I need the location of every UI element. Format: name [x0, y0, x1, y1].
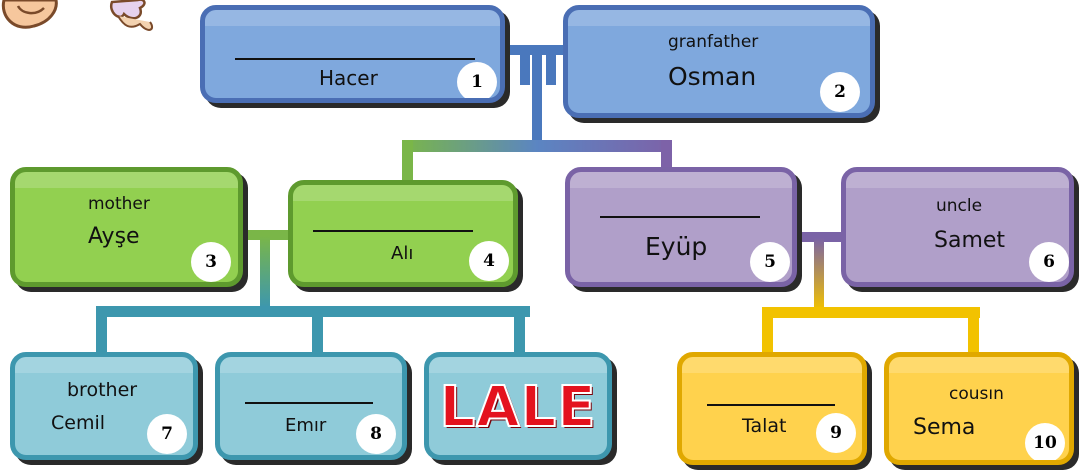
node-name: Alı: [391, 243, 414, 264]
children-connector: [402, 140, 672, 182]
node-osman: granfather Osman 2: [563, 5, 875, 118]
node-number-badge: 6: [1029, 242, 1069, 282]
eyup-samet-connector: [795, 232, 843, 310]
node-name: Ayşe: [88, 224, 140, 249]
node-sema: cousın Sema 10: [884, 352, 1074, 465]
node-number-badge: 8: [356, 414, 396, 454]
answer-blank-line: [313, 230, 473, 232]
node-name: Osman: [668, 62, 757, 91]
answer-blank-line: [235, 58, 475, 60]
lale-label: LALE: [439, 374, 597, 441]
ayse-ali-connector: [240, 230, 292, 308]
node-number-badge: 5: [750, 242, 790, 282]
node-cemil: brother Cemil 7: [10, 352, 198, 460]
node-samet: uncle Samet 6: [841, 167, 1074, 287]
node-ali: Alı 4: [288, 180, 518, 287]
node-role: mother: [88, 194, 150, 214]
answer-blank-line: [600, 216, 760, 218]
node-role: brother: [67, 379, 138, 401]
node-name: Talat: [742, 415, 787, 437]
node-name: Emır: [285, 415, 327, 436]
answer-blank-line: [245, 402, 373, 404]
node-role: uncle: [936, 196, 983, 216]
node-number-badge: 2: [820, 72, 860, 112]
answer-blank-line: [707, 404, 835, 406]
node-number-badge: 3: [191, 242, 231, 282]
node-number-badge: 7: [147, 414, 187, 454]
node-number-badge: 9: [816, 413, 856, 453]
node-talat: Talat 9: [677, 352, 867, 465]
node-hacer: Hacer 1: [200, 5, 505, 103]
node-eyup: Eyüp 5: [565, 167, 797, 287]
grandparents-connector: [495, 45, 575, 150]
node-name: Cemil: [51, 412, 106, 434]
node-role: granfather: [668, 32, 759, 52]
node-name: Eyüp: [645, 232, 708, 261]
left-grandchildren-connector: [96, 306, 530, 354]
node-lale: LALE: [424, 352, 612, 460]
node-name: Sema: [913, 415, 976, 440]
node-number-badge: 10: [1025, 423, 1065, 460]
node-ayse: mother Ayşe 3: [10, 167, 243, 287]
node-number-badge: 1: [457, 62, 497, 98]
node-name: Samet: [934, 228, 1006, 253]
node-emir: Emır 8: [215, 352, 407, 460]
node-role: cousın: [949, 384, 1004, 404]
right-grandchildren-connector: [762, 307, 980, 357]
node-number-badge: 4: [469, 241, 509, 281]
cartoon-child-illustration: [1, 0, 154, 31]
node-name: Hacer: [319, 66, 378, 90]
